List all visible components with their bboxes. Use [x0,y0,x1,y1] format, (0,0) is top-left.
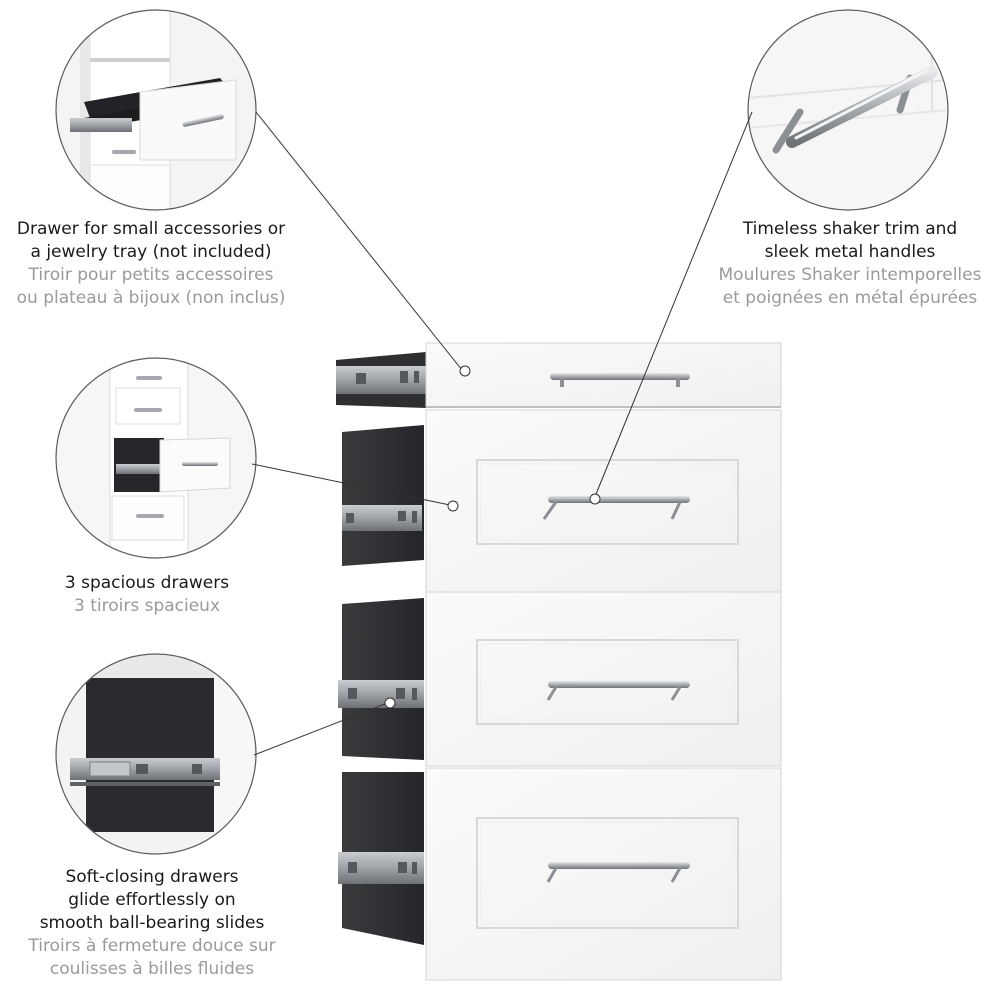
caption-en-line: glide effortlessly on [68,890,236,910]
metal-handle [542,496,690,520]
leader-lines [251,111,753,756]
caption-fr-line: et poignées en métal épurées [722,288,978,308]
detail-circle-ball-bearing-slides [55,653,257,855]
metal-handle [546,862,690,883]
open-drawer-box-3 [338,772,424,945]
caption-fr-line: Tiroir pour petits accessoires [28,265,274,285]
caption-fr-line: coulisses à billes fluides [49,959,255,979]
caption-en-line: 3 spacious drawers [64,573,230,593]
callout-trim-handles: Timeless shaker trim and sleek metal han… [700,218,1000,310]
metal-handle [550,373,690,387]
top-drawer-slide [336,352,428,408]
callout-dot-slides [384,697,396,709]
open-drawer-box-1 [342,425,424,566]
callout-markers [384,365,601,709]
detail-circle-accessory-drawer [55,9,257,211]
caption-en-line: Drawer for small accessories or [16,219,286,239]
detail-circle-metal-handle [747,9,949,211]
callout-spacious-drawers: 3 spacious drawers 3 tiroirs spacieux [30,572,264,618]
caption-en-line: a jewelry tray (not included) [30,242,272,262]
leader-line-drawers [251,463,451,506]
leader-line-trim [593,111,753,500]
detail-circle-spacious-drawers [55,357,257,559]
caption-fr-line: Tiroirs à fermeture douce sur [28,936,276,956]
caption-fr-line: 3 tiroirs spacieux [73,596,221,616]
caption-fr-line: Moulures Shaker intemporelles [718,265,982,285]
callout-soft-close-slides: Soft-closing drawers glide effortlessly … [20,866,284,981]
callout-dot-drawers [447,500,459,512]
caption-en-line: Timeless shaker trim and [742,219,958,239]
open-drawer-box-2 [338,598,424,760]
caption-fr-line: ou plateau à bijoux (non inclus) [16,288,286,308]
caption-en-line: Soft-closing drawers [65,867,239,887]
leader-line-accessories [255,111,463,371]
callout-dot-trim [589,493,601,505]
caption-en-line: sleek metal handles [764,242,936,262]
leader-line-slides [253,701,391,756]
callout-accessories: Drawer for small accessories or a jewelr… [0,218,302,310]
callout-dot-accessories [459,365,471,377]
shaker-drawer-front-3 [425,767,782,981]
caption-en-line: smooth ball-bearing slides [39,913,265,933]
shaker-drawer-front-2 [425,591,782,767]
metal-handle [546,681,690,701]
drawer-cabinet [336,342,782,981]
shaker-drawer-front-1 [425,409,782,593]
